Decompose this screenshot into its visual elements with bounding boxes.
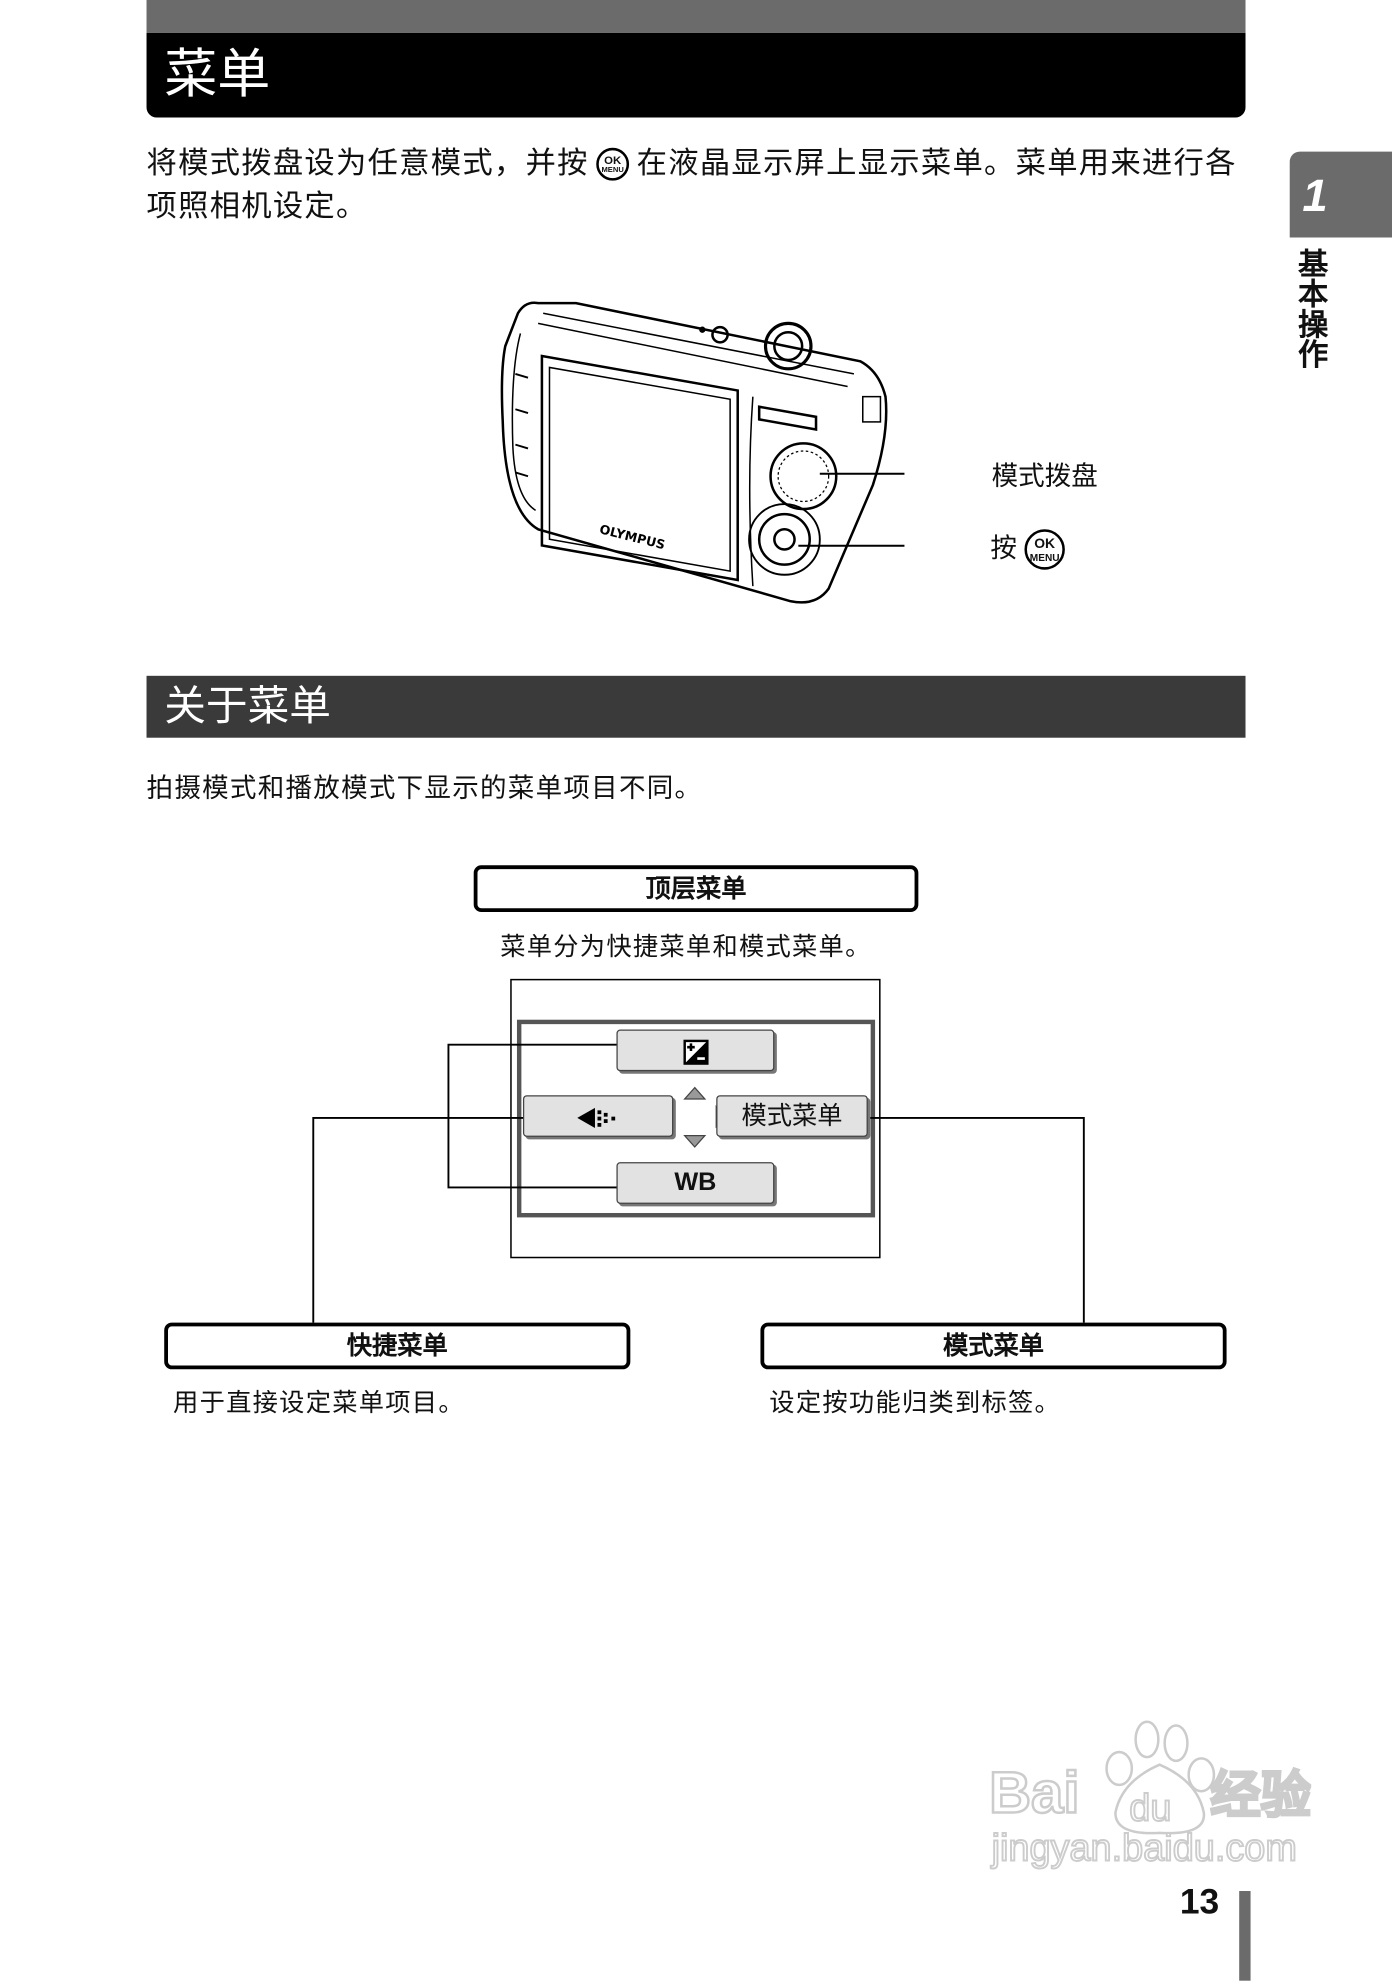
intro-text-2: 在液晶显示屏上显示菜单。菜单用来进行各项照相机设定。 (146, 145, 1237, 224)
page-title: 菜单 (164, 42, 271, 105)
baidu-watermark-logo: Bai du 经验 jingyan.baidu.com (989, 1720, 1311, 1870)
page-number: 13 (1179, 1882, 1220, 1922)
svg-text:经验: 经验 (1210, 1766, 1311, 1825)
mode-menu-box: 模式菜单 (760, 1322, 1227, 1370)
top-menu-box: 顶层菜单 (473, 865, 919, 913)
callout-press-text: 按 (990, 533, 1017, 564)
mode-menu-button[interactable]: 模式菜单 (716, 1095, 868, 1137)
camera-illustration: OLYMPUS (500, 301, 905, 604)
ok-label: OK (1034, 536, 1056, 552)
wb-button[interactable]: WB (616, 1162, 775, 1204)
section-title: 关于菜单 (164, 680, 331, 731)
menu-label: MENU (601, 166, 624, 174)
chapter-title: 基本操作 (1292, 247, 1328, 369)
chapter-number: 1 (1302, 169, 1328, 222)
quick-menu-box: 快捷菜单 (164, 1322, 631, 1370)
section-header: 关于菜单 (146, 675, 1246, 738)
exposure-button[interactable] (616, 1029, 775, 1072)
page-edge-marker (1239, 1891, 1251, 1981)
section-text: 拍摄模式和播放模式下显示的菜单项目不同。 (146, 773, 703, 804)
down-arrow-icon (683, 1134, 707, 1148)
up-arrow-icon (683, 1086, 707, 1100)
image-quality-icon (576, 1107, 615, 1128)
title-bar: 菜单 (146, 32, 1246, 118)
callout-mode-dial: 模式拨盘 (991, 461, 1098, 492)
mode-menu-caption: 设定按功能归类到标签。 (769, 1386, 1062, 1418)
intro-text-1: 将模式拨盘设为任意模式，并按 (146, 145, 589, 181)
chapter-tab[interactable]: 1 (1289, 151, 1392, 238)
svg-text:jingyan.baidu.com: jingyan.baidu.com (991, 1828, 1297, 1870)
diagram-connectors (312, 978, 1085, 1323)
svg-text:du: du (1129, 1787, 1171, 1829)
header-top-band (146, 0, 1246, 33)
exposure-compensation-icon (682, 1038, 709, 1065)
menu-label: MENU (1029, 551, 1060, 563)
svg-text:Bai: Bai (989, 1761, 1079, 1826)
image-quality-button[interactable] (522, 1095, 674, 1137)
quick-menu-caption: 用于直接设定菜单项目。 (173, 1386, 465, 1418)
top-menu-caption: 菜单分为快捷菜单和模式菜单。 (500, 930, 872, 962)
ok-label: OK (604, 153, 622, 167)
